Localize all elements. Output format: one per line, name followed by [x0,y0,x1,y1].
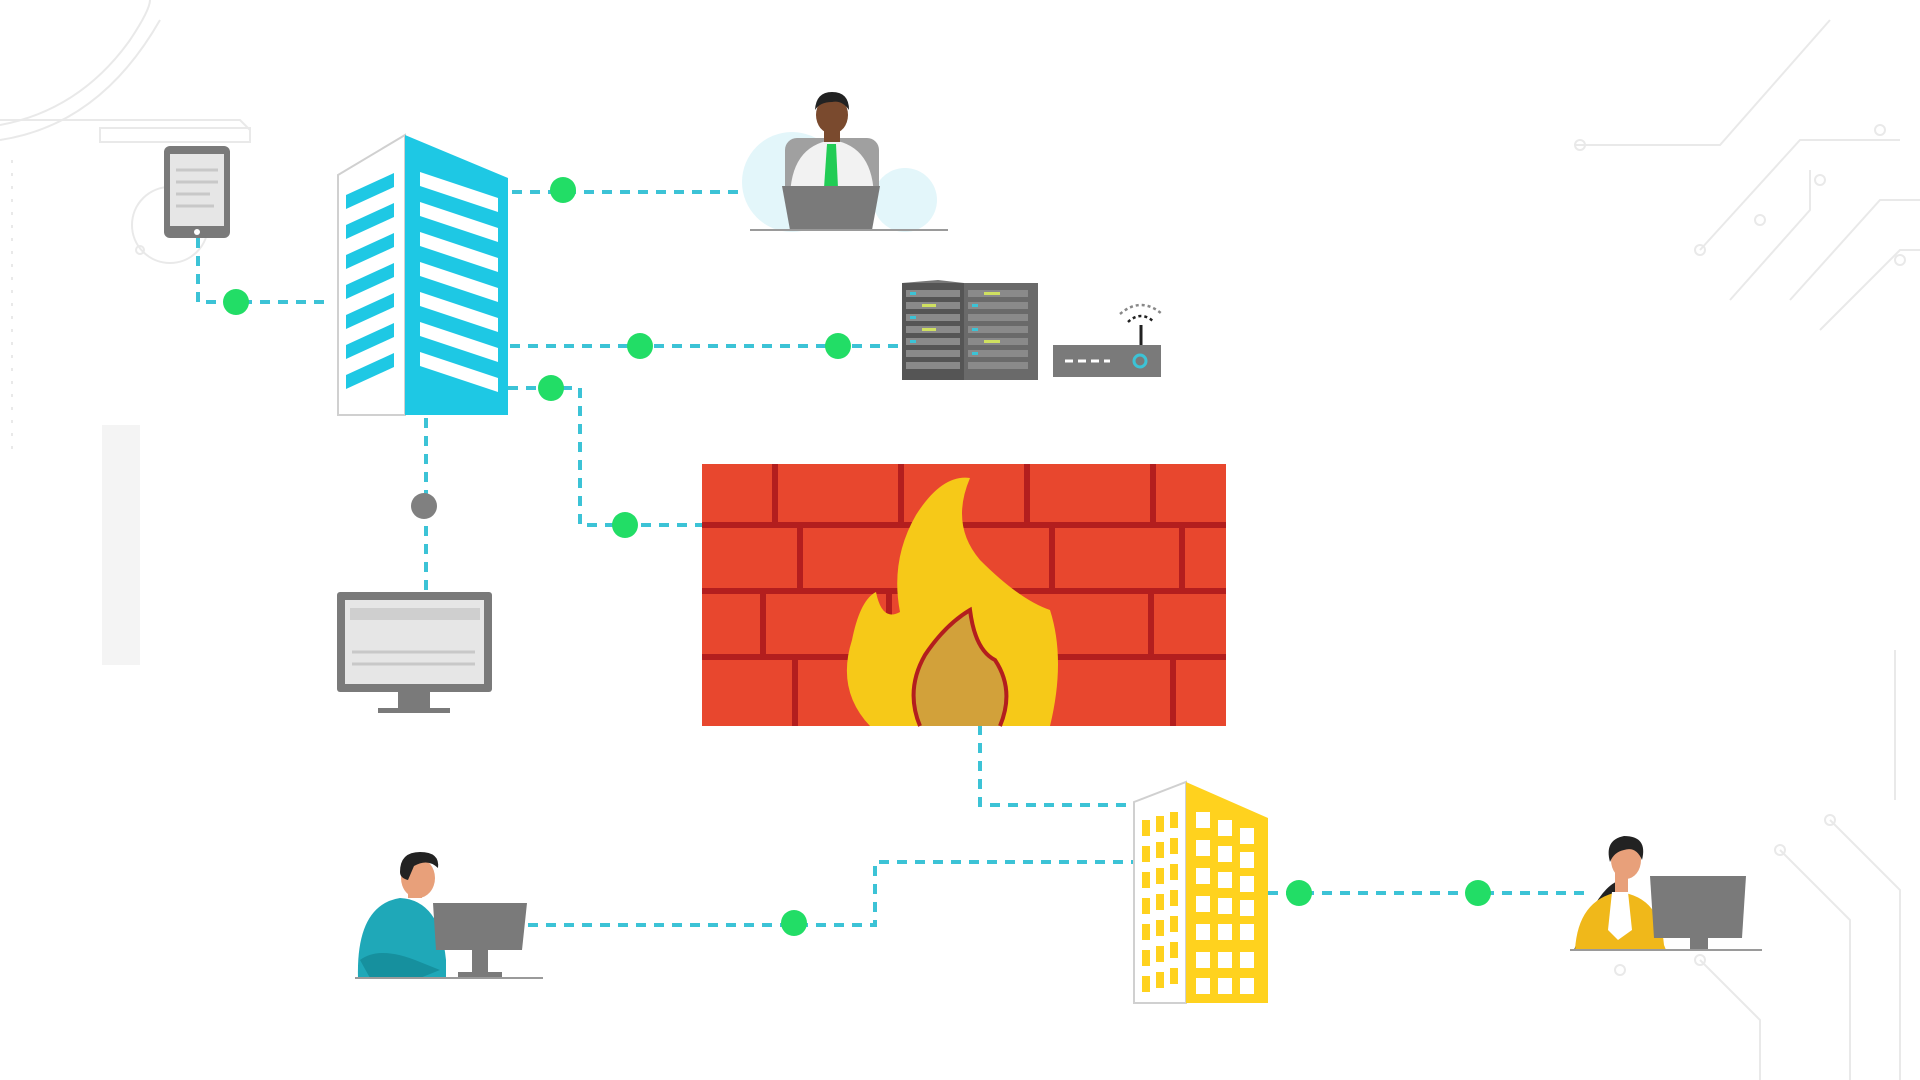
connection-node-dot [825,333,851,359]
yellow-building-icon [1133,780,1268,1004]
person-desktop-icon [355,852,543,979]
flame-icon [846,477,1058,726]
cyan-building-icon [337,133,508,416]
connection-node-dot [538,375,564,401]
connection-node-dot [627,333,653,359]
connection-node-dot [781,910,807,936]
wifi-router-icon [1053,303,1163,377]
connection-node-dot [550,177,576,203]
link-firewall-to-branch [978,725,1135,807]
link-tablet-to-hq [196,238,330,304]
connection-markers [223,177,1491,936]
monitor-icon [337,592,492,713]
firewall-icon [702,464,1226,727]
connection-node-dot [1286,880,1312,906]
connection-node-dot [1465,880,1491,906]
connection-node-dot-inactive [411,493,437,519]
link-hq-to-firewall [508,386,702,527]
tablet-icon [164,146,230,238]
server-rack-icon [902,280,1038,380]
connection-node-dot [223,289,249,315]
connection-node-dot [612,512,638,538]
link-left-worker-to-branch [528,860,1135,927]
person-laptop-icon [742,92,948,232]
person-desktop-icon [1570,836,1762,951]
